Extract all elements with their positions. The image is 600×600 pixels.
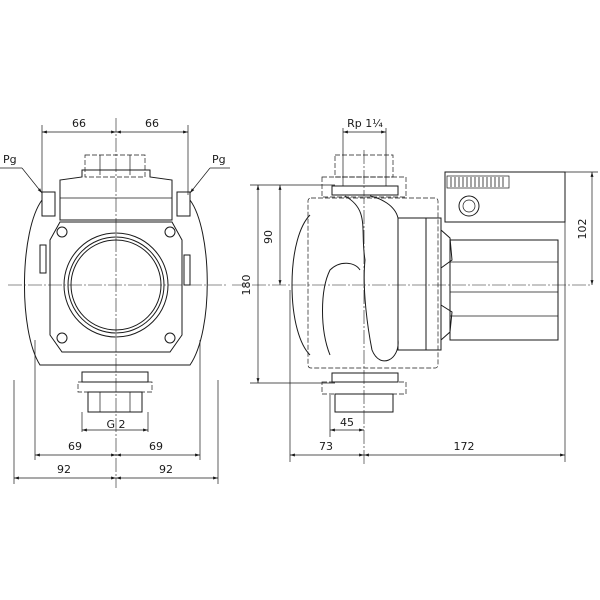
front-view: 66 66 Pg Pg G 2 69 69 92 92 — [0, 117, 230, 488]
pg-knob-right — [176, 191, 191, 217]
control-knob-icon — [458, 195, 480, 217]
dim-66-left: 66 — [72, 117, 86, 130]
dim-172: 172 — [454, 440, 475, 453]
motor-flange — [425, 217, 442, 351]
pump-side-outline — [291, 154, 566, 413]
dim-45: 45 — [340, 416, 354, 429]
dim-92-left: 92 — [57, 463, 71, 476]
label-pg-right: Pg — [212, 153, 226, 166]
dim-69-left: 69 — [68, 440, 82, 453]
pump-front-outline — [24, 154, 208, 413]
label-pg-left: Pg — [3, 153, 17, 166]
side-view: Rp 1¼ 180 90 102 45 73 172 — [232, 117, 598, 465]
dim-66-right: 66 — [145, 117, 159, 130]
dim-92-right: 92 — [159, 463, 173, 476]
control-box — [444, 171, 566, 223]
dim-rp: Rp 1¼ — [347, 117, 383, 130]
pg-knob-left — [41, 191, 56, 217]
dim-180: 180 — [240, 275, 253, 296]
dim-73: 73 — [319, 440, 333, 453]
dim-69-right: 69 — [149, 440, 163, 453]
dim-g2: G 2 — [106, 418, 125, 431]
dim-102: 102 — [576, 219, 589, 240]
dim-90: 90 — [262, 230, 275, 244]
motor-housing — [449, 239, 559, 341]
